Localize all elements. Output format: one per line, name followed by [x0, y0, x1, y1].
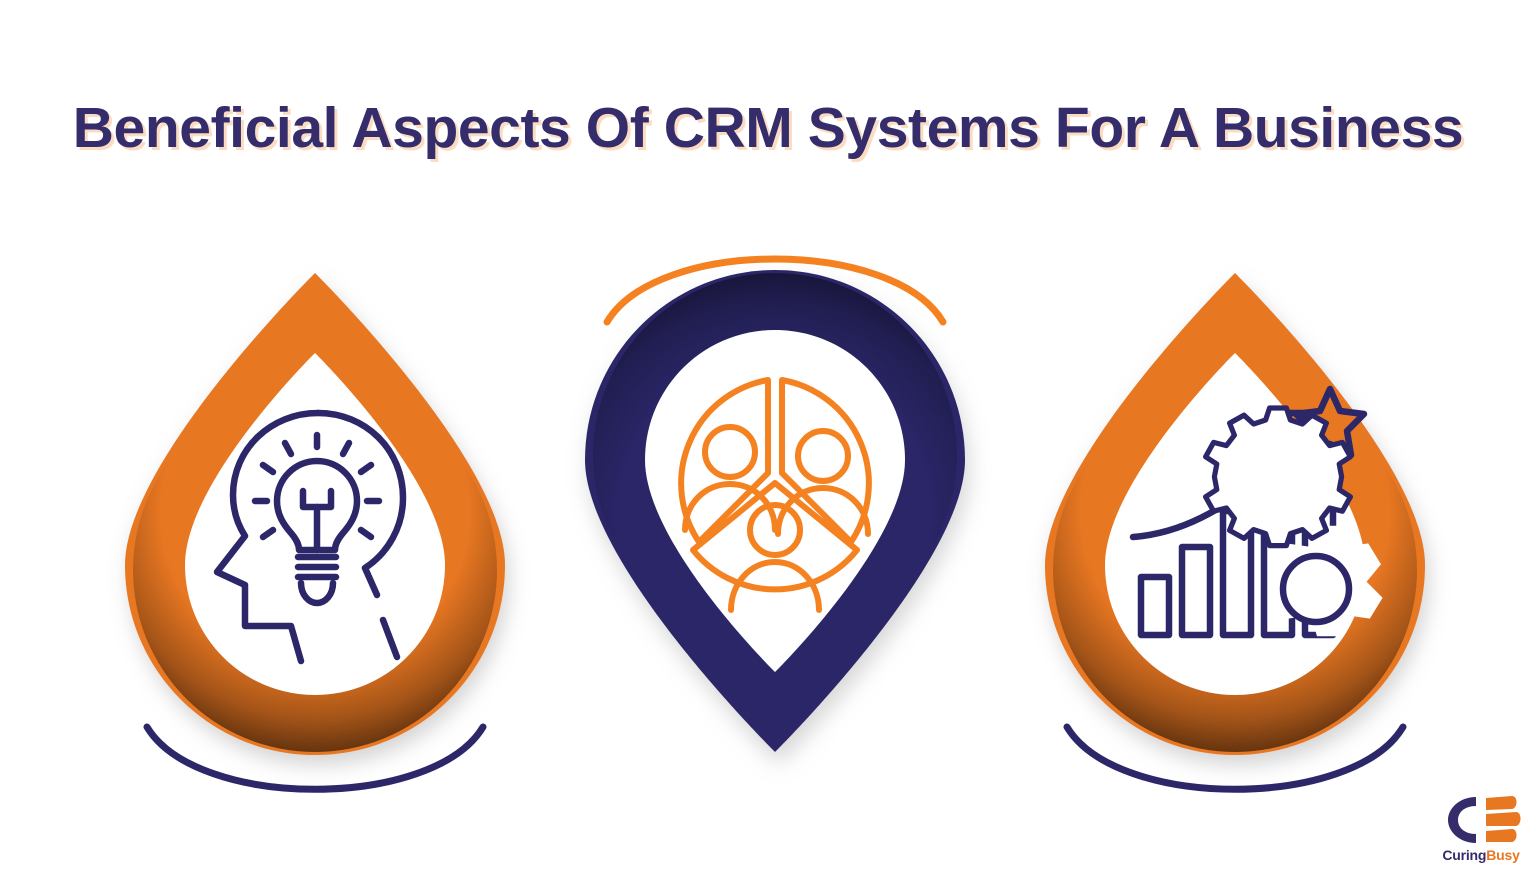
gear-icon: [1203, 405, 1383, 637]
badge-insight: [105, 265, 525, 793]
accent-arc-navy: [1063, 723, 1407, 793]
logo-word-curing: Curing: [1442, 847, 1487, 863]
accent-arc-navy: [143, 723, 487, 793]
badge-growth: [1025, 265, 1445, 793]
badge-inner-disc: [645, 330, 905, 672]
badge-team-graphic: [585, 255, 965, 752]
head-lightbulb-icon: [213, 409, 407, 665]
logo-word-busy: Busy: [1486, 847, 1520, 863]
logo-wordmark: CuringBusy: [1438, 847, 1524, 863]
page-title: Beneficial Aspects Of CRM Systems For A …: [72, 96, 1464, 160]
badge-growth-graphic: [1045, 273, 1425, 793]
chart-bar-1: [1137, 573, 1173, 639]
curingbusy-logo-mark: [1448, 796, 1521, 843]
accent-arc-orange: [603, 255, 947, 326]
team-pie-people-icon: [678, 377, 872, 613]
chart-bar-2: [1178, 543, 1214, 639]
curingbusy-logo[interactable]: CuringBusy: [1438, 793, 1524, 871]
badge-insight-graphic: [125, 273, 505, 793]
badge-team: [565, 240, 985, 760]
